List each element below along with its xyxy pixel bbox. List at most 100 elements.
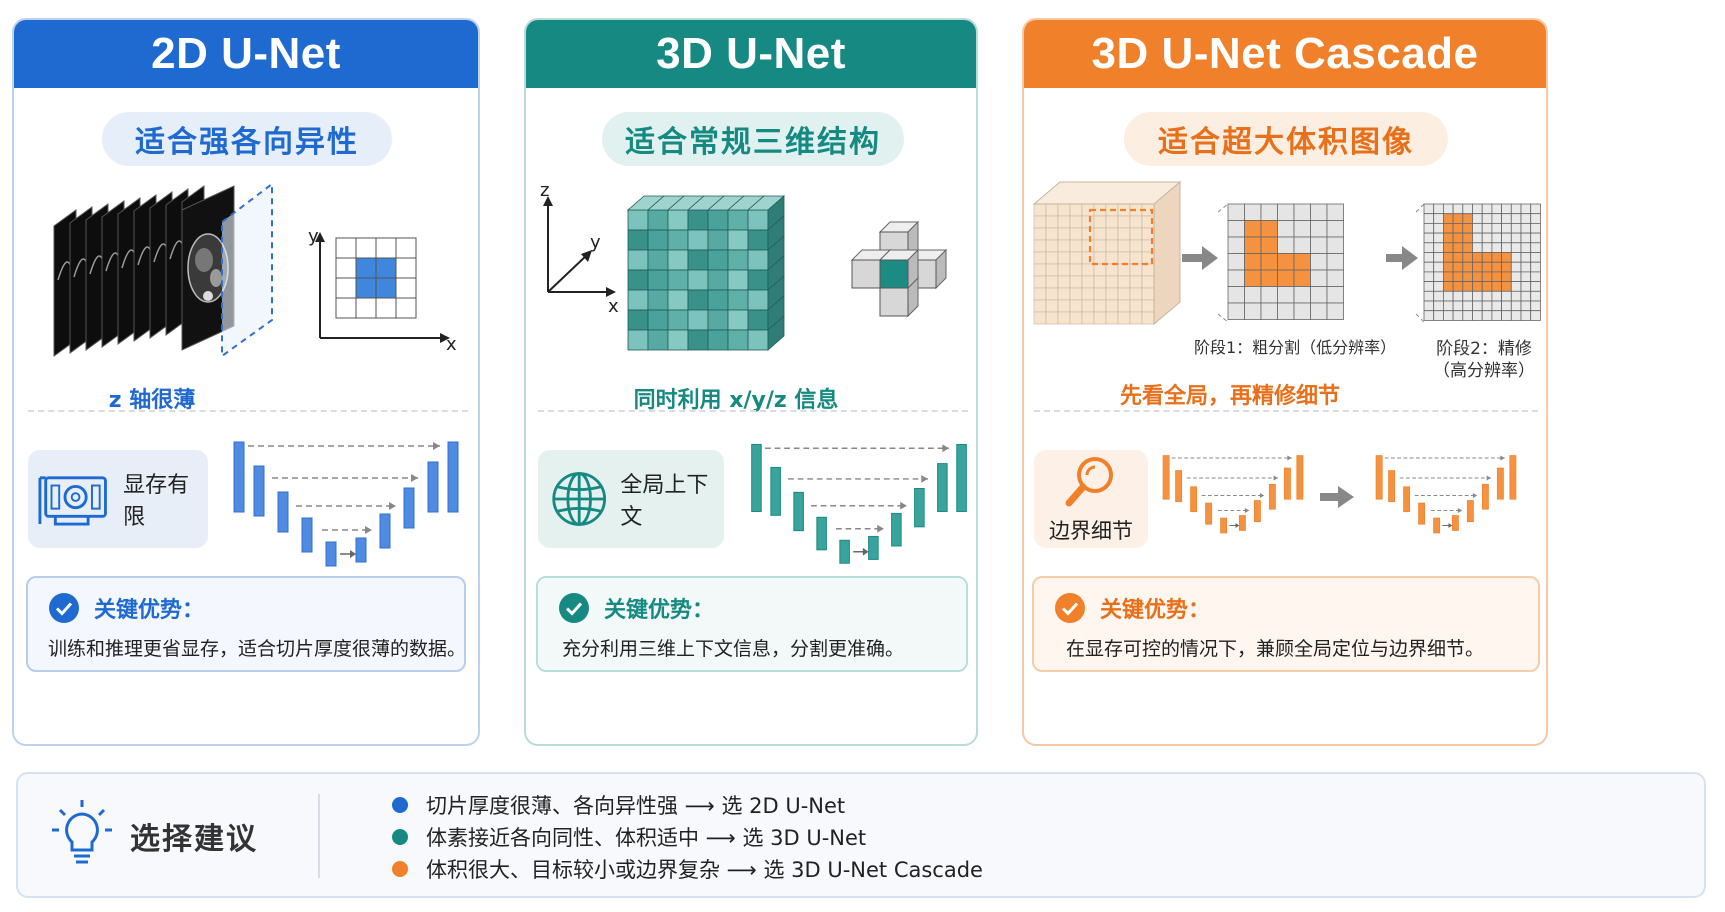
coarse-cell (1244, 269, 1262, 287)
feature-box: 显存有限 (28, 450, 208, 548)
coarse-cell (1277, 220, 1295, 238)
grid-cell (335, 277, 357, 299)
fine-cell (1520, 252, 1532, 263)
volume-voxel (1081, 275, 1095, 289)
fine-cell (1481, 213, 1493, 224)
panel-badge: 适合超大体积图像 (1124, 112, 1448, 166)
volume-voxel (1033, 215, 1047, 229)
fine-cell (1530, 271, 1541, 283)
unet-block (956, 443, 967, 512)
fine-cell (1530, 232, 1541, 244)
fine-cell (1501, 242, 1512, 253)
volume-voxel (1069, 263, 1083, 277)
panel-3d-unet-cascade: 3D U-Net Cascade 适合超大体积图像 阶段1：粗分割（低分辨率） … (1022, 18, 1548, 746)
panel-caption: 先看全局，再精修细节 (1120, 384, 1341, 409)
advantage-text: 在显存可控的情况下，兼顾全局定位与边界细节。 (1066, 638, 1485, 660)
volume-voxel (1093, 311, 1107, 325)
fine-cell (1442, 310, 1454, 321)
grid-cell (395, 297, 417, 319)
volume-voxel (1105, 311, 1119, 325)
volume-voxel (1045, 275, 1059, 289)
lightbulb-icon (52, 800, 112, 864)
skip-arrowhead (900, 501, 907, 510)
fine-cell (1491, 300, 1502, 312)
arrow-head (1202, 246, 1218, 270)
voxel (687, 309, 709, 331)
advantage-title: 关键优势： (1100, 598, 1211, 623)
volume-voxel (1081, 299, 1095, 313)
volume-voxel (1069, 275, 1083, 289)
globe-icon (552, 472, 607, 526)
volume-voxel (1129, 287, 1143, 301)
feature-label: 显存有限 (123, 473, 190, 530)
voxel (687, 229, 709, 251)
voxel (647, 209, 669, 231)
voxel (627, 209, 649, 231)
voxel (667, 329, 689, 351)
voxel (627, 309, 649, 331)
volume-voxel (1057, 299, 1071, 313)
voxel (627, 289, 649, 311)
bullet-dot-blue (392, 797, 408, 813)
fine-cell (1442, 300, 1454, 312)
coarse-cell (1293, 236, 1311, 254)
stage2-label-line1: 阶段2：精修 (1436, 339, 1532, 359)
unet-block (403, 487, 415, 529)
fine-cell (1433, 203, 1444, 215)
panel-caption: z 轴很薄 (108, 388, 196, 413)
fine-cell (1530, 261, 1541, 273)
volume-voxel (1129, 251, 1143, 265)
volume-voxel (1081, 287, 1095, 301)
fine-cell (1462, 242, 1473, 253)
volume-voxel (1045, 263, 1059, 277)
voxel (727, 229, 749, 251)
volume-voxel (1057, 287, 1071, 301)
volume-voxel (1093, 299, 1107, 313)
fine-cell (1462, 232, 1473, 244)
unet-block (839, 539, 850, 564)
coarse-cell (1310, 269, 1328, 287)
fine-cell (1472, 232, 1483, 244)
volume-voxel (1117, 287, 1131, 301)
coarse-cell (1227, 269, 1245, 287)
panel-title: 3D U-Net Cascade (1024, 20, 1546, 88)
voxel (667, 309, 689, 331)
volume-voxel (1141, 275, 1155, 289)
coarse-cell (1326, 203, 1344, 221)
unet-block (253, 465, 265, 517)
unet-block (770, 466, 781, 516)
coarse-cell (1293, 302, 1311, 320)
volume-voxel (1045, 215, 1059, 229)
voxel (667, 209, 689, 231)
unet-block (1175, 470, 1183, 503)
fine-cell (1452, 252, 1464, 263)
skip-arrowhead (942, 444, 950, 453)
unet-block (1375, 455, 1383, 500)
fine-cell (1481, 281, 1493, 292)
voxel (687, 289, 709, 311)
unet-block (1205, 502, 1213, 525)
fine-cell (1510, 300, 1522, 312)
voxel (707, 269, 729, 291)
fine-cell (1530, 290, 1541, 302)
unet-block (1509, 455, 1517, 500)
grid-cell (355, 297, 377, 319)
unet-block (751, 443, 762, 512)
fine-cell (1501, 213, 1512, 224)
volume-voxel (1045, 251, 1059, 265)
bullet-dot-orange (392, 861, 408, 877)
fine-cell (1520, 300, 1532, 312)
bullet-dot-teal (392, 829, 408, 845)
unet-block (379, 513, 391, 549)
unet-diagram-stage2 (1375, 455, 1517, 534)
unet-block (1220, 517, 1228, 534)
stage1-label: 阶段1：粗分割（低分辨率） (1194, 338, 1397, 357)
fine-cell (1530, 242, 1541, 253)
volume-voxel (1105, 239, 1119, 253)
fine-cell (1491, 203, 1502, 215)
advantage-text: 充分利用三维上下文信息，分割更准确。 (562, 638, 905, 660)
skip-arrowhead (1457, 508, 1463, 513)
volume-voxel (1141, 263, 1155, 277)
coarse-cell (1244, 203, 1262, 221)
axis-label-y: y (308, 226, 319, 247)
